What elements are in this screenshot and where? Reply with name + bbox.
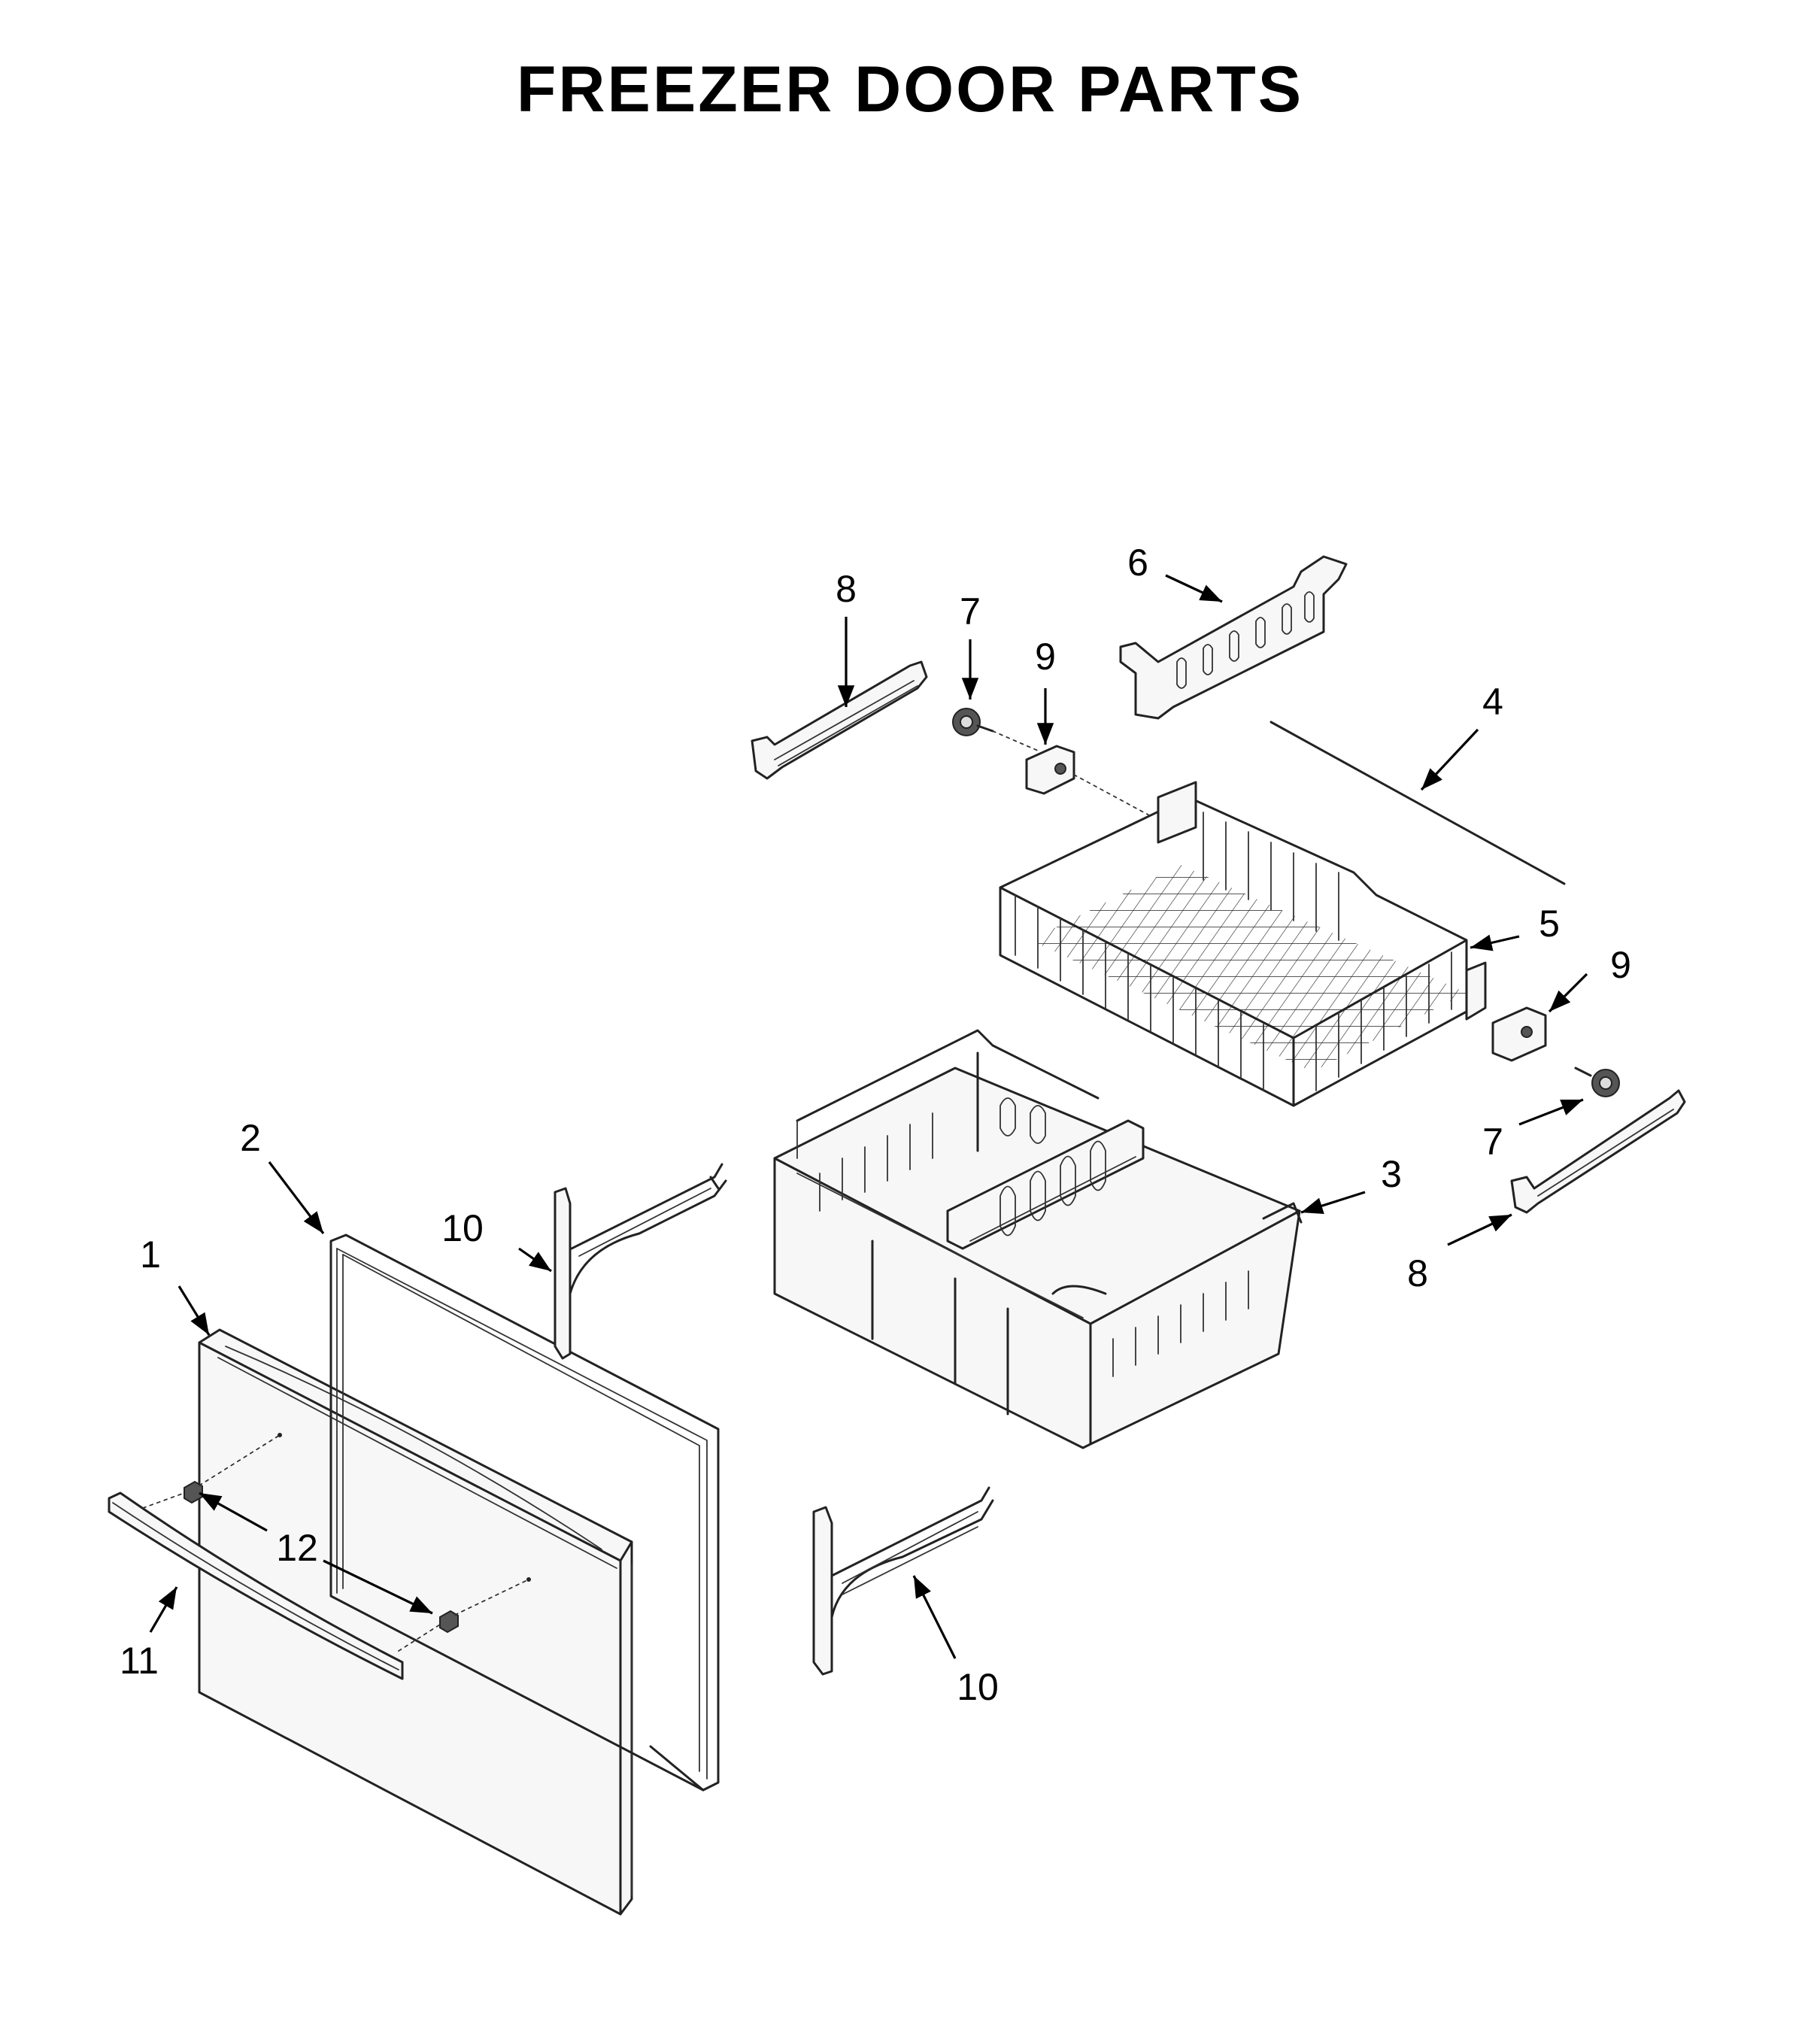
- basket-rail: [1119, 555, 1348, 720]
- door-panel: [198, 1328, 633, 1916]
- callout-8-lower: 8: [1407, 1252, 1428, 1294]
- callout-8-upper: 8: [836, 568, 857, 610]
- wire-basket: [999, 781, 1487, 1107]
- callout-9-lower: 9: [1610, 944, 1631, 986]
- callout-2: 2: [240, 1117, 261, 1159]
- callout-arrows: [149, 574, 1588, 1659]
- callout-10-lower: 10: [957, 1666, 999, 1708]
- callout-6: 6: [1127, 542, 1148, 584]
- callout-5: 5: [1539, 903, 1560, 945]
- side-track-lower: [1510, 1089, 1686, 1214]
- gear-upper: [952, 708, 1039, 751]
- callout-10-upper: 10: [441, 1207, 484, 1249]
- handle-screws: [142, 1434, 529, 1652]
- basket-clip-lower: [1491, 1006, 1547, 1062]
- door-gasket: [329, 1233, 720, 1792]
- drawer-slide-lower: [812, 1486, 994, 1676]
- callout-9-upper: 9: [1035, 636, 1056, 678]
- drawer-slide-upper: [554, 1163, 727, 1360]
- callout-4: 4: [1482, 681, 1503, 723]
- callout-7-upper: 7: [960, 590, 981, 633]
- callout-labels: 1 2 3 4 5 6 7 7 8 8 9 9 10 10 11 12: [120, 542, 1631, 1708]
- callout-12: 12: [276, 1527, 318, 1569]
- lower-bin: [773, 1029, 1303, 1449]
- callout-3: 3: [1381, 1153, 1402, 1195]
- basket-clip-upper: [1025, 745, 1151, 817]
- side-track-upper: [751, 660, 928, 780]
- door-handle: [108, 1491, 404, 1680]
- callout-11: 11: [120, 1640, 159, 1682]
- gear-lower: [1574, 1067, 1620, 1097]
- callout-1: 1: [140, 1233, 161, 1276]
- basket-rod: [1269, 721, 1566, 885]
- callout-7-lower: 7: [1482, 1121, 1503, 1163]
- diagram-title: FREEZER DOOR PARTS: [516, 53, 1304, 126]
